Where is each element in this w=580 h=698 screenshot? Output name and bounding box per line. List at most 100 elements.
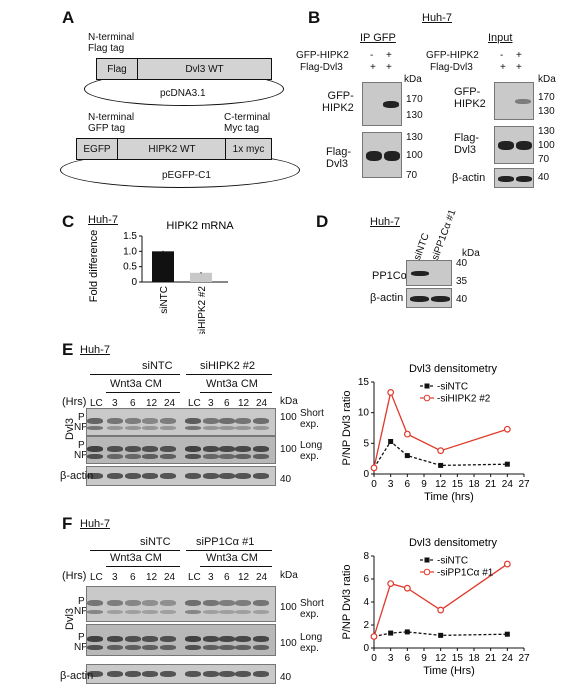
- pp1ca-label: PP1Cα: [372, 270, 408, 282]
- blot-band: [107, 645, 123, 650]
- blot-band: [87, 446, 103, 452]
- input-blot3-label: β-actin: [452, 172, 486, 184]
- blot-band: [107, 446, 123, 452]
- blot-band: [203, 645, 219, 650]
- e-lane-6-2: 6: [224, 398, 230, 409]
- x-tick-label: 24: [502, 653, 514, 664]
- cell-line-f: Huh-7: [80, 518, 110, 530]
- f-lane-6-2: 6: [224, 572, 230, 583]
- x-tick-label: 15: [452, 653, 464, 664]
- input-blot1-marker-130: 130: [538, 106, 555, 117]
- blot-band: [87, 610, 103, 614]
- blot-band: [203, 636, 219, 642]
- blot-band: [253, 426, 269, 430]
- legend-marker: [424, 383, 430, 389]
- data-point: [437, 606, 445, 614]
- data-point: [404, 453, 410, 459]
- y-tick-label: 5: [363, 438, 369, 449]
- blot-band: [219, 600, 235, 606]
- input-blot3-marker-40: 40: [538, 172, 550, 183]
- input-blot2-marker-130: 130: [538, 126, 555, 137]
- data-point: [438, 462, 444, 468]
- input-blot2-marker-70: 70: [538, 154, 550, 165]
- blot-band: [107, 671, 123, 677]
- input-blot1-marker-170: 170: [538, 92, 555, 103]
- panel-letter-a: A: [62, 8, 75, 27]
- input-row-flag-dvl3: Flag-Dvl3: [430, 62, 473, 73]
- blot-band: [142, 671, 158, 677]
- data-point: [387, 580, 395, 587]
- blot-band: [185, 446, 201, 452]
- blot-band: [160, 600, 176, 606]
- blot-band: [219, 671, 235, 677]
- blot-band: [87, 645, 103, 650]
- data-point: [388, 438, 394, 444]
- e-treat2-rule: [200, 392, 272, 393]
- d-marker-actin-40: 40: [456, 294, 468, 305]
- e-np-short: NP: [74, 422, 88, 433]
- blot-band: [219, 446, 235, 452]
- f-p-short: P: [78, 596, 85, 607]
- blot-band: [107, 636, 123, 642]
- blot-band: [107, 473, 123, 479]
- gfp-tag-label: N-terminal GFP tag: [88, 112, 135, 134]
- blot-band: [253, 645, 269, 650]
- f-marker100-short: 100: [280, 602, 297, 613]
- y-tick-label: 15: [358, 377, 370, 388]
- blot-band: [107, 600, 123, 606]
- e-np-long: NP: [74, 450, 88, 461]
- y-tick-label: 0.5: [123, 262, 137, 273]
- bar: [152, 251, 174, 282]
- y-tick-label: 0: [131, 277, 137, 288]
- blot-band: [160, 446, 176, 452]
- data-point: [504, 461, 510, 467]
- blot-band: [87, 426, 103, 430]
- input-lane2-flag: +: [516, 62, 522, 73]
- blot-band: [87, 454, 103, 459]
- input-lane1-flag: +: [500, 62, 506, 73]
- blot-band: [185, 600, 201, 606]
- e-treatment2: Wnt3a CM: [206, 378, 258, 390]
- segment-myc: 1x myc: [225, 139, 271, 159]
- x-tick-label: 9: [421, 479, 427, 490]
- f-group2-rule: [186, 550, 272, 551]
- blot-band: [516, 141, 532, 150]
- e-blot-actin: [86, 466, 276, 486]
- f-hrs: (Hrs): [62, 570, 87, 582]
- ip-lane2-flag: +: [386, 62, 392, 73]
- f-blot-actin: [86, 664, 276, 684]
- segment-hipk2: HIPK2 WT: [117, 139, 226, 159]
- data-point: [403, 430, 411, 438]
- blot-band: [384, 151, 400, 161]
- x-tick-label: 21: [485, 479, 497, 490]
- f-lane-12-2: 12: [238, 572, 250, 583]
- blot-band: [219, 418, 235, 424]
- e-p-short: P: [78, 412, 85, 423]
- f-treat2-rule: [200, 566, 272, 567]
- blot-band: [235, 446, 251, 452]
- f-treatment1: Wnt3a CM: [110, 552, 162, 564]
- y-tick-label: 8: [363, 551, 369, 562]
- segment-egfp: EGFP: [83, 143, 111, 155]
- panel-letter-f: F: [62, 514, 73, 533]
- blot-band: [185, 473, 201, 479]
- lane-sipp1ca-d: siPP1Cα #1: [430, 208, 459, 262]
- e-kda: kDa: [280, 396, 298, 407]
- blot-band: [125, 636, 141, 642]
- input-blot-actin: [494, 168, 534, 188]
- cell-line-c: Huh-7: [88, 214, 118, 226]
- chart-c-title: HIPK2 mRNA: [166, 220, 234, 232]
- blot-band: [253, 671, 269, 677]
- blot-band: [515, 99, 531, 104]
- data-point: [387, 389, 395, 396]
- d-kda: kDa: [462, 248, 480, 259]
- f-lane-24-1: 24: [164, 572, 176, 583]
- blot-band: [185, 418, 201, 424]
- e-lane-3-2: 3: [208, 398, 214, 409]
- blot-band: [107, 426, 123, 430]
- f-long-exp: Long exp.: [300, 632, 323, 654]
- blot-band: [253, 454, 269, 459]
- blot-band: [142, 473, 158, 479]
- blot-band: [235, 454, 251, 459]
